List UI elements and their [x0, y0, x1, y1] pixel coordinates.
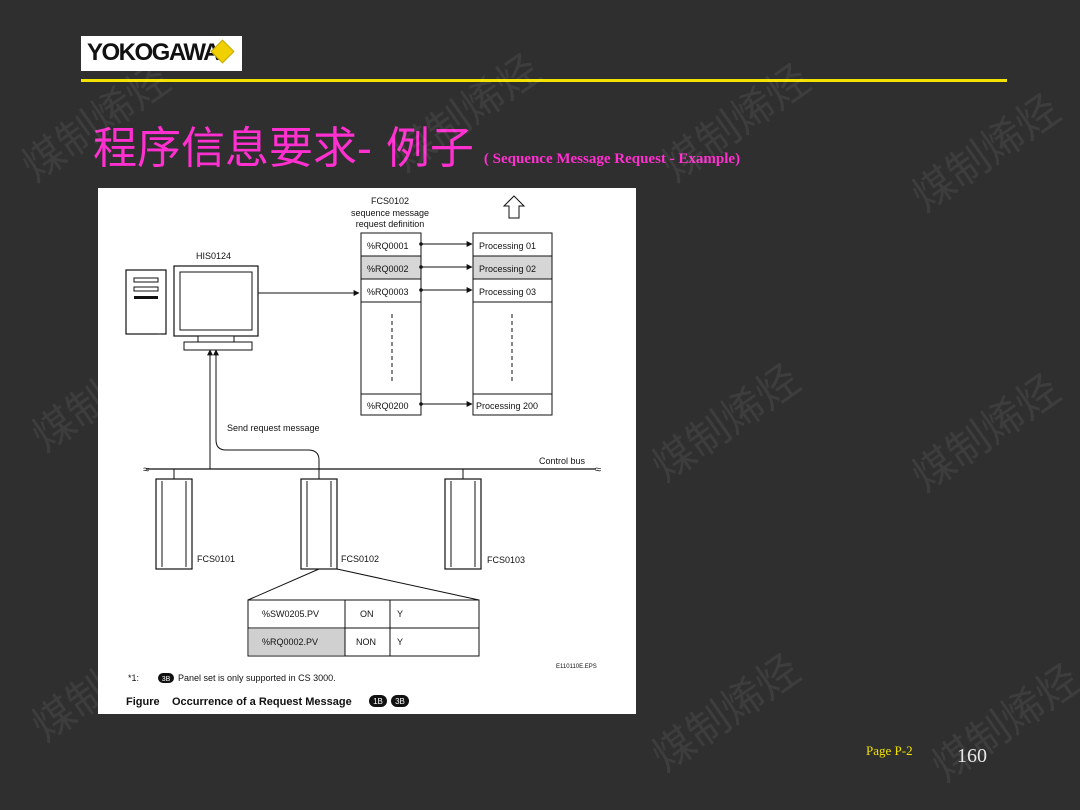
slide-title-chinese: 程序信息要求- 例子: [93, 123, 474, 174]
definition-label-line1: sequence message: [351, 208, 429, 218]
request-label: %RQ0002: [367, 264, 409, 274]
page-label: Page P-2: [866, 743, 913, 758]
bus-break-icon: ≈: [143, 464, 149, 476]
cs1000-badge-icon: [369, 695, 387, 707]
caption-text: Occurrence of a Request Message: [172, 696, 352, 708]
processing-label: Processing 02: [479, 264, 536, 274]
pc-tower-icon: [125, 269, 167, 335]
request-label: %RQ0003: [367, 287, 409, 297]
callout-line: [247, 568, 320, 601]
fcs-label: FCS0103: [487, 555, 525, 565]
request-label: %RQ0001: [367, 241, 409, 251]
up-arrow-icon: [502, 195, 526, 219]
send-request-path: [213, 349, 320, 479]
table-cell: Y: [397, 609, 403, 619]
table-cell: ON: [360, 609, 374, 619]
table-cell: %SW0205.PV: [262, 609, 319, 619]
watermark: 煤制烯烃: [642, 354, 809, 492]
processing-label: Processing 03: [479, 287, 536, 297]
caption-label: Figure: [126, 696, 160, 708]
fcs-cabinet: [444, 478, 482, 570]
badge-text: 3B: [395, 697, 405, 706]
cs3000-badge-icon: [158, 673, 174, 683]
fcs-definition-label: FCS0102: [371, 196, 409, 206]
his-label: HIS0124: [196, 251, 231, 261]
processing-cell: [472, 278, 553, 303]
processing-cell: [472, 393, 553, 416]
send-request-label: Send request message: [227, 423, 320, 433]
yokogawa-logo: YOKOGAWA: [81, 36, 242, 71]
table-cell: NON: [356, 637, 376, 647]
fcs-cabinet: [300, 478, 338, 570]
request-label: %RQ0200: [367, 401, 409, 411]
slide-title-english: ( Sequence Message Request - Example): [483, 151, 741, 167]
page-number: 160: [957, 745, 987, 767]
bus-break-icon: ≈: [595, 464, 601, 476]
definition-label-line2: request definition: [356, 219, 425, 229]
title-rule: [81, 79, 1007, 82]
watermark: 煤制烯烃: [642, 644, 809, 782]
table-cell: Y: [397, 637, 403, 647]
callout-line: [336, 568, 480, 601]
watermark: 煤制烯烃: [902, 364, 1069, 502]
badge-text: 3B: [162, 676, 171, 683]
footnote-text: Panel set is only supported in CS 3000.: [178, 673, 336, 683]
control-bus-label: Control bus: [539, 456, 586, 466]
cs3000-badge-icon: [391, 695, 409, 707]
processing-label: Processing 200: [476, 401, 538, 411]
file-code: E110110E.EPS: [556, 664, 597, 670]
slide-title: 程序信息要求- 例子 ( Sequence Message Request - E…: [93, 112, 740, 176]
request-message-figure: FCS0102 sequence message request definit…: [98, 188, 636, 714]
watermark: 煤制烯烃: [902, 84, 1069, 222]
fcs-label: FCS0101: [197, 554, 235, 564]
request-message-diagram: FCS0102 sequence message request definit…: [125, 195, 601, 708]
footnote-mark: *1:: [128, 673, 139, 683]
keyboard-icon: [183, 341, 253, 351]
watermark: 煤制烯烃: [922, 654, 1080, 792]
badge-text: 1B: [373, 697, 383, 706]
logo-text: YOKOGAWA: [87, 39, 221, 66]
table-cell: %RQ0002.PV: [262, 637, 318, 647]
processing-label: Processing 01: [479, 241, 536, 251]
fcs-label: FCS0102: [341, 554, 379, 564]
fcs-cabinet: [155, 478, 193, 570]
